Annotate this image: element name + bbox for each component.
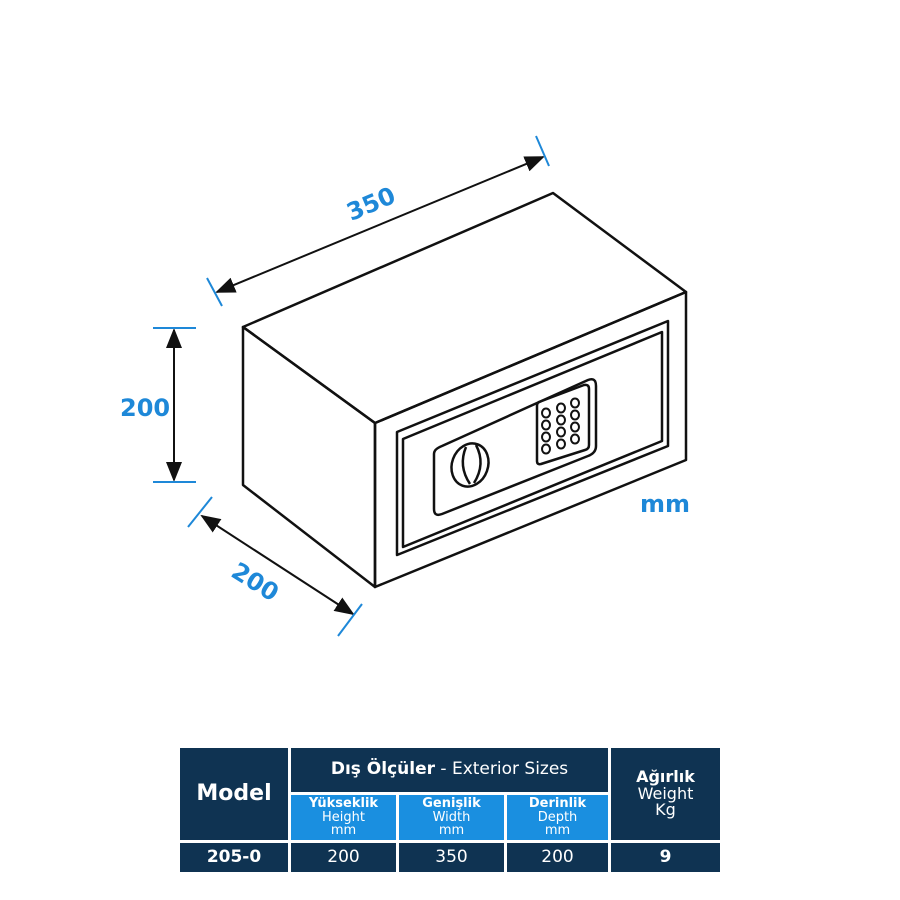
- width-dimension-line: [215, 156, 545, 293]
- depth-dimension-line: [200, 514, 355, 616]
- col-tr: Derinlik: [528, 796, 587, 812]
- dimension-ticks: [153, 135, 550, 637]
- model-value: 205-0: [180, 843, 288, 872]
- col-tr: Yükseklik: [308, 796, 379, 812]
- keypad-icon: [535, 383, 591, 466]
- safe-front-face: [373, 290, 688, 589]
- col-en: Depth: [537, 809, 578, 825]
- weight-unit: Kg: [655, 800, 676, 820]
- unit-label: mm: [640, 490, 691, 518]
- sizes-header-sep: -: [435, 759, 452, 780]
- safe-body: [241, 191, 688, 589]
- safe-top-face: [241, 191, 688, 425]
- keypad-buttons: [541, 397, 580, 455]
- weight-header-en: Weight: [637, 783, 694, 803]
- col-en: Height: [322, 809, 365, 825]
- dial-icon: [450, 442, 490, 488]
- width-value: 350: [399, 843, 504, 872]
- col-unit: mm: [330, 823, 357, 839]
- col-unit: mm: [438, 823, 465, 839]
- safe-door-frame: [395, 319, 670, 557]
- safe-door: [401, 330, 664, 549]
- sizes-header-en: Exterior Sizes: [451, 759, 569, 780]
- sizes-header-tr: Dış Ölçüler: [330, 759, 436, 780]
- height-label: 200: [120, 394, 171, 422]
- dial-grip: [461, 444, 482, 485]
- weight-value: 9: [611, 843, 720, 872]
- depth-value: 200: [507, 843, 608, 872]
- col-en: Width: [432, 809, 471, 825]
- col-unit: mm: [544, 823, 571, 839]
- weight-header: Ağırlık Weight Kg: [611, 748, 720, 840]
- height-value: 200: [291, 843, 396, 872]
- weight-header-tr: Ağırlık: [636, 766, 695, 786]
- safe-side-face: [241, 325, 377, 589]
- model-header: Model: [180, 748, 288, 840]
- control-panel: [432, 378, 598, 517]
- exterior-sizes-header: Dış Ölçüler - Exterior Sizes: [291, 748, 608, 792]
- dimension-lines: [166, 156, 545, 616]
- col-tr: Genişlik: [422, 796, 481, 812]
